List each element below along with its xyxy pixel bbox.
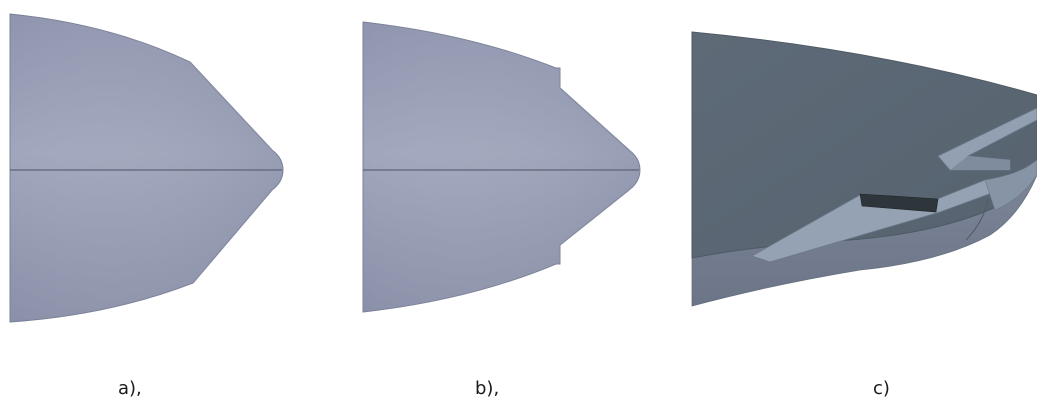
- panel-a-hull: [9, 13, 284, 323]
- panel-b-lower-knuckle: [559, 189, 630, 246]
- panel-c-bow-knuckle: [984, 159, 1037, 211]
- panel-c-upper-fin-shade: [950, 156, 1010, 170]
- panel-a-lower-knuckle: [192, 189, 273, 284]
- panel-b-hull: [362, 21, 641, 313]
- panel-c-fin-block: [859, 193, 939, 213]
- panel-a-upper-knuckle: [189, 61, 273, 151]
- panel-b-upper-knuckle: [559, 87, 630, 151]
- panel-c-edge-line: [965, 197, 989, 241]
- panel-c-hull: [691, 31, 1037, 307]
- caption-a: a),: [118, 378, 142, 399]
- caption-c: c): [873, 378, 890, 399]
- caption-b: b),: [475, 378, 500, 399]
